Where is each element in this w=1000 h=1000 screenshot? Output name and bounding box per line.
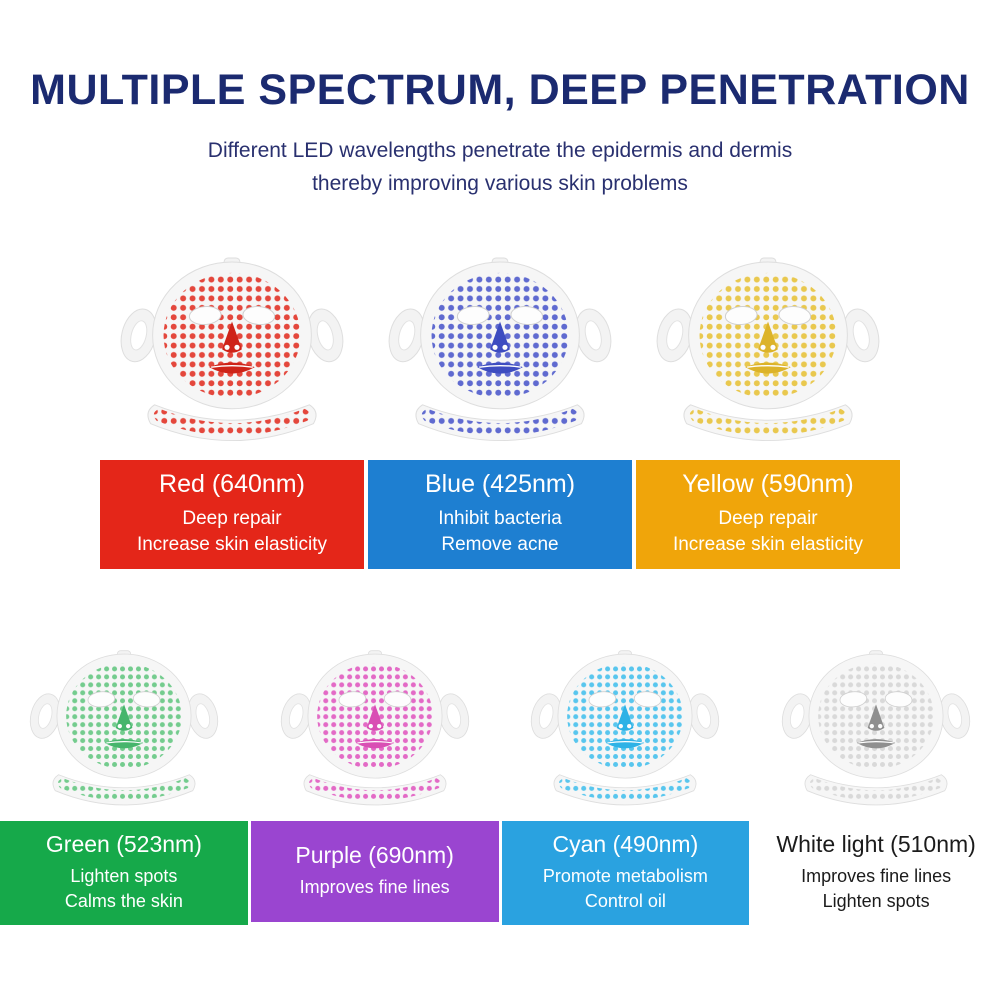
red-label-line-2: Increase skin elasticity	[136, 533, 328, 555]
green-label-line-2: Calms the skin	[64, 890, 183, 911]
red-mask-image	[100, 257, 364, 460]
yellow-mask-image	[636, 257, 900, 460]
yellow-label-line-1: Deep repair	[718, 508, 818, 530]
green-mask-image	[0, 629, 248, 821]
blue-label-box: Blue (425nm) Inhibit bacteria Remove acn…	[368, 460, 632, 570]
cyan-label-line-1: Promote metabolism	[542, 866, 708, 887]
mask-card-white: White light (510nm) Improves fine lines …	[752, 629, 1000, 925]
white-mask-image	[752, 629, 1000, 821]
white-label-line-1: Improves fine lines	[801, 866, 952, 887]
yellow-label-line-2: Increase skin elasticity	[672, 533, 864, 555]
mask-card-cyan: Cyan (490nm) Promote metabolism Control …	[501, 629, 750, 925]
yellow-label-heading: Yellow (590nm)	[682, 470, 854, 499]
white-label-line-2: Lighten spots	[822, 890, 930, 911]
subtitle-line-1: Different LED wavelengths penetrate the …	[207, 139, 793, 162]
yellow-label-box: Yellow (590nm) Deep repair Increase skin…	[636, 460, 900, 570]
mask-card-purple: Purple (690nm) Improves fine lines	[250, 629, 499, 923]
page-subtitle: Different LED wavelengths penetrate the …	[0, 135, 1000, 200]
blue-label-line-1: Inhibit bacteria	[438, 508, 562, 530]
white-label-box: White light (510nm) Improves fine lines …	[752, 821, 1000, 925]
purple-label-box: Purple (690nm) Improves fine lines	[250, 821, 499, 923]
blue-mask-image	[368, 257, 632, 460]
cyan-mask-image	[502, 629, 750, 821]
mask-card-yellow: Yellow (590nm) Deep repair Increase skin…	[636, 257, 900, 570]
red-label-box: Red (640nm) Deep repair Increase skin el…	[100, 460, 364, 570]
mask-card-red: Red (640nm) Deep repair Increase skin el…	[100, 257, 364, 570]
blue-label-heading: Blue (425nm)	[424, 470, 576, 499]
subtitle-line-2: thereby improving various skin problems	[312, 171, 688, 195]
green-label-heading: Green (523nm)	[45, 831, 202, 858]
red-label-heading: Red (640nm)	[159, 470, 305, 499]
purple-label-heading: Purple (690nm)	[295, 842, 454, 869]
page-title: MULTIPLE SPECTRUM, DEEP PENETRATION	[30, 66, 970, 114]
mask-card-green: Green (523nm) Lighten spots Calms the sk…	[0, 629, 248, 925]
purple-mask-image	[251, 629, 499, 821]
mask-card-blue: Blue (425nm) Inhibit bacteria Remove acn…	[368, 257, 632, 570]
purple-label-line-1: Improves fine lines	[299, 877, 450, 898]
cyan-label-box: Cyan (490nm) Promote metabolism Control …	[501, 821, 750, 925]
green-label-box: Green (523nm) Lighten spots Calms the sk…	[0, 821, 248, 925]
green-label-line-1: Lighten spots	[70, 866, 178, 887]
red-label-line-1: Deep repair	[182, 508, 282, 530]
cyan-label-line-2: Control oil	[584, 890, 666, 911]
blue-label-line-2: Remove acne	[441, 533, 559, 555]
mask-row-1: Red (640nm) Deep repair Increase skin el…	[0, 257, 1000, 570]
cyan-label-heading: Cyan (490nm)	[552, 831, 699, 858]
mask-row-2: Green (523nm) Lighten spots Calms the sk…	[0, 629, 1000, 925]
white-label-heading: White light (510nm)	[776, 831, 976, 858]
